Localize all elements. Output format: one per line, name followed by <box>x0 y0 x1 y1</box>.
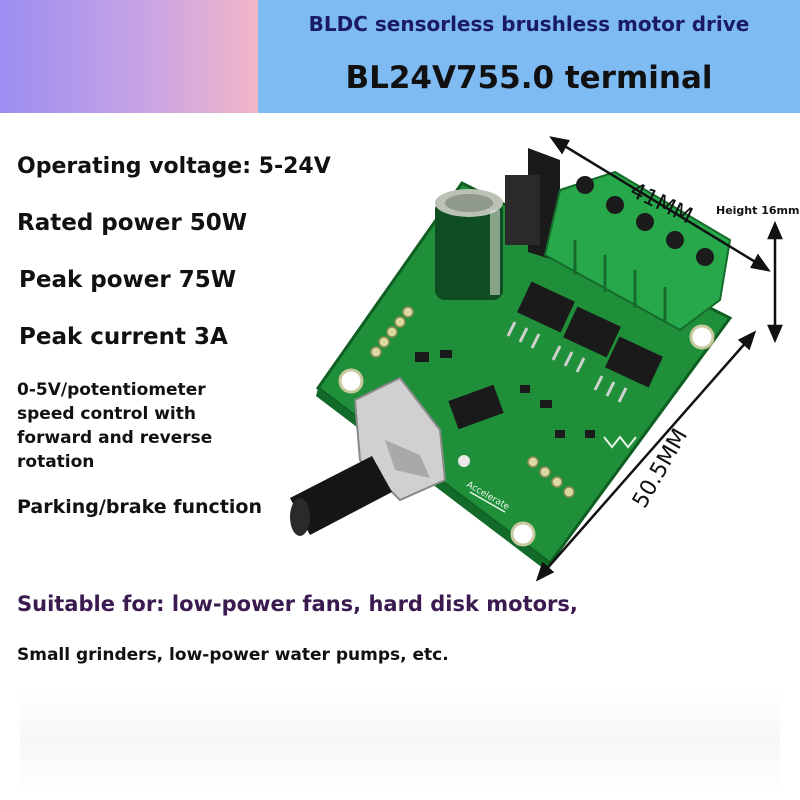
length-dimension-arrow <box>535 330 757 582</box>
footer-fade <box>20 690 780 795</box>
dimension-height-label: Height 16mm <box>716 204 800 217</box>
spec-peak-current: Peak current 3A <box>19 324 228 350</box>
product-subtitle: BLDC sensorless brushless motor drive <box>308 12 750 36</box>
suitable-for-line-2: Small grinders, low-power water pumps, e… <box>17 645 449 665</box>
pin-header <box>370 306 575 498</box>
potentiometer-knob <box>290 456 392 535</box>
width-dimension-arrow <box>549 136 771 272</box>
height-dimension-arrow <box>767 220 783 344</box>
mount-hole <box>510 521 536 547</box>
product-title: BL24V755.0 terminal <box>345 60 713 96</box>
terminal-block <box>543 170 732 332</box>
spec-brake: Parking/brake function <box>17 496 262 518</box>
mosfet <box>517 281 663 388</box>
ic-chip <box>448 384 504 430</box>
spec-rated-power: Rated power 50W <box>17 210 248 236</box>
header-banner: BLDC sensorless brushless motor drive BL… <box>0 0 800 113</box>
header-gradient <box>0 0 258 113</box>
suitable-for-line-1: Suitable for: low-power fans, hard disk … <box>17 592 578 616</box>
spec-peak-power: Peak power 75W <box>19 267 237 293</box>
spec-operating-voltage: Operating voltage: 5-24V <box>17 154 331 179</box>
mount-hole <box>338 368 364 394</box>
capacitor <box>435 200 503 300</box>
spec-speed-control: 0-5V/potentiometer speed control with fo… <box>17 380 213 472</box>
mount-hole <box>689 324 715 350</box>
header-blue-panel <box>258 0 800 113</box>
